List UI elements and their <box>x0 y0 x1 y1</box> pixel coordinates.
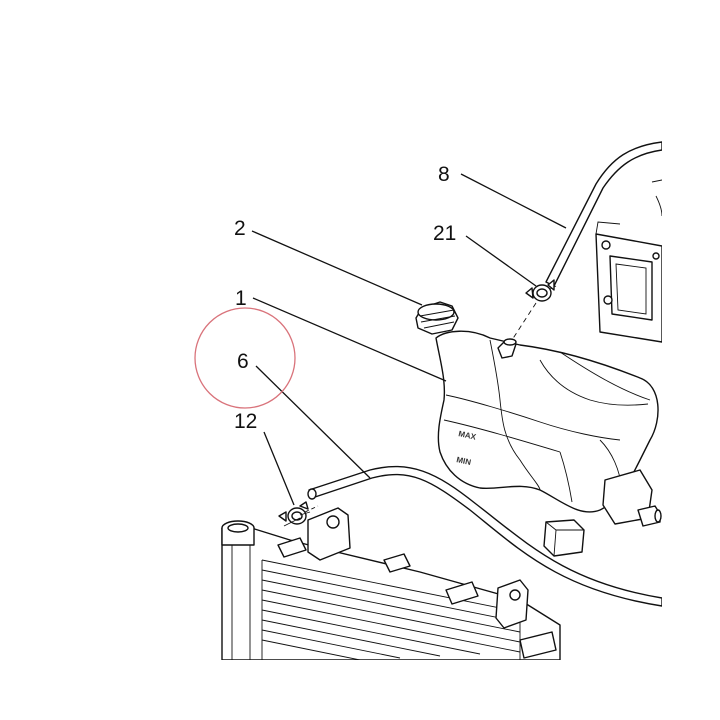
callout-2: 2 <box>234 217 246 240</box>
leader-lines <box>251 173 567 506</box>
radiator-fins <box>261 559 521 660</box>
leader-21 <box>465 235 537 287</box>
highlight-circle <box>194 307 296 409</box>
radiator <box>221 507 561 660</box>
clamp-12 <box>278 501 309 527</box>
callout-12: 12 <box>234 410 257 433</box>
clamp-21 <box>525 279 555 302</box>
leader-12 <box>263 431 295 506</box>
callout-21: 21 <box>433 222 456 245</box>
tank-max-mark: MAX <box>458 429 478 442</box>
rubber-block <box>543 519 585 557</box>
leader-8 <box>460 173 567 229</box>
callout-labels: 8 21 2 1 6 12 <box>234 163 456 433</box>
callout-6: 6 <box>237 350 249 373</box>
assembly-guide-line <box>511 302 537 341</box>
leader-2 <box>251 230 423 306</box>
leader-1 <box>252 297 447 382</box>
callout-8: 8 <box>438 163 450 186</box>
callout-1: 1 <box>235 287 247 310</box>
assembly-guide-line-12 <box>304 505 319 513</box>
leader-6 <box>255 365 371 479</box>
frame-plate <box>595 179 662 343</box>
tank-cap <box>415 301 459 335</box>
hose-6 <box>307 465 662 607</box>
tank-min-mark: MIN <box>456 455 472 467</box>
expansion-tank <box>435 330 662 527</box>
